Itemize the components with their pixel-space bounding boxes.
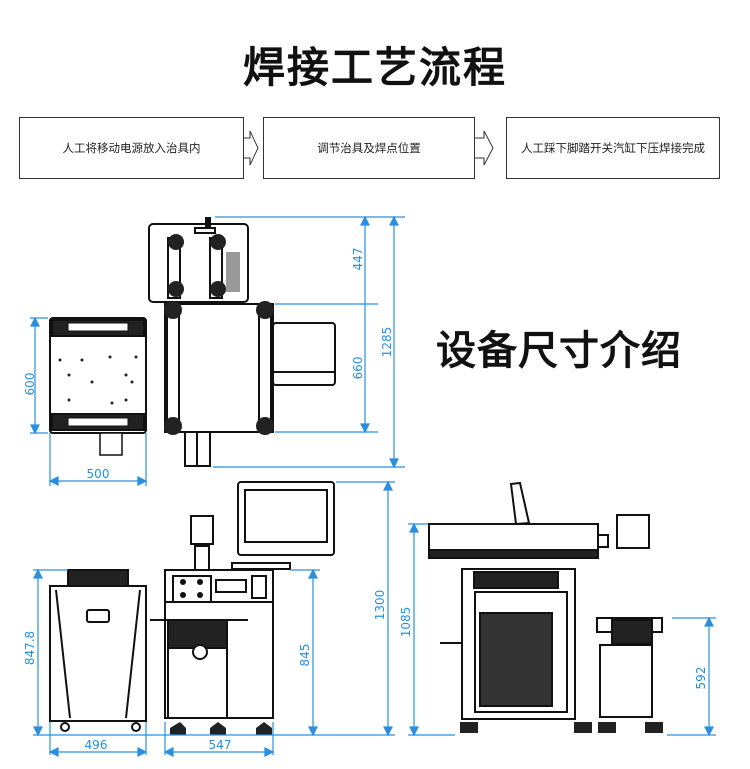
process-arrow-2 — [475, 130, 494, 166]
dim-side-table-height: 592 — [694, 667, 708, 690]
process-step-2: 调节治具及焊点位置 — [263, 117, 475, 179]
front-view-chiller — [49, 569, 147, 732]
dimensions-title: 设备尺寸介绍 — [436, 328, 682, 374]
top-view-chiller-dots — [58, 355, 138, 405]
front-view-dimension-lines — [33, 480, 395, 757]
dim-front-chiller-width: 496 — [85, 738, 108, 752]
dim-cabinet-width: 547 — [209, 738, 232, 752]
dim-total-depth: 1285 — [380, 327, 394, 358]
dim-front-chiller-height: 847.8 — [23, 631, 37, 665]
side-view-feet — [460, 722, 663, 733]
front-view-machine — [150, 481, 335, 719]
top-view-wheels — [164, 234, 274, 435]
dim-upper-section: 447 — [351, 248, 365, 271]
front-view-knobs — [180, 579, 203, 598]
dim-lower-section: 660 — [351, 357, 365, 380]
dim-chiller-width: 500 — [87, 467, 110, 481]
dim-front-total-height: 1300 — [373, 590, 387, 621]
top-view-dimension-lines — [30, 215, 405, 486]
top-view-chiller — [49, 317, 147, 456]
side-view-machine — [428, 481, 663, 720]
dim-chiller-depth: 600 — [23, 373, 37, 396]
dim-table-height: 845 — [298, 644, 312, 667]
process-step-1: 人工将移动电源放入治具内 — [19, 117, 244, 179]
top-view-grid-dots — [226, 252, 240, 292]
process-title: 焊接工艺流程 — [242, 43, 507, 92]
process-arrow-1 — [244, 130, 259, 166]
process-step-3: 人工踩下脚踏开关汽缸下压焊接完成 — [506, 117, 720, 179]
dim-side-total-height: 1085 — [399, 607, 413, 638]
front-view-feet — [170, 722, 272, 735]
side-view-dimension-lines — [408, 522, 716, 737]
